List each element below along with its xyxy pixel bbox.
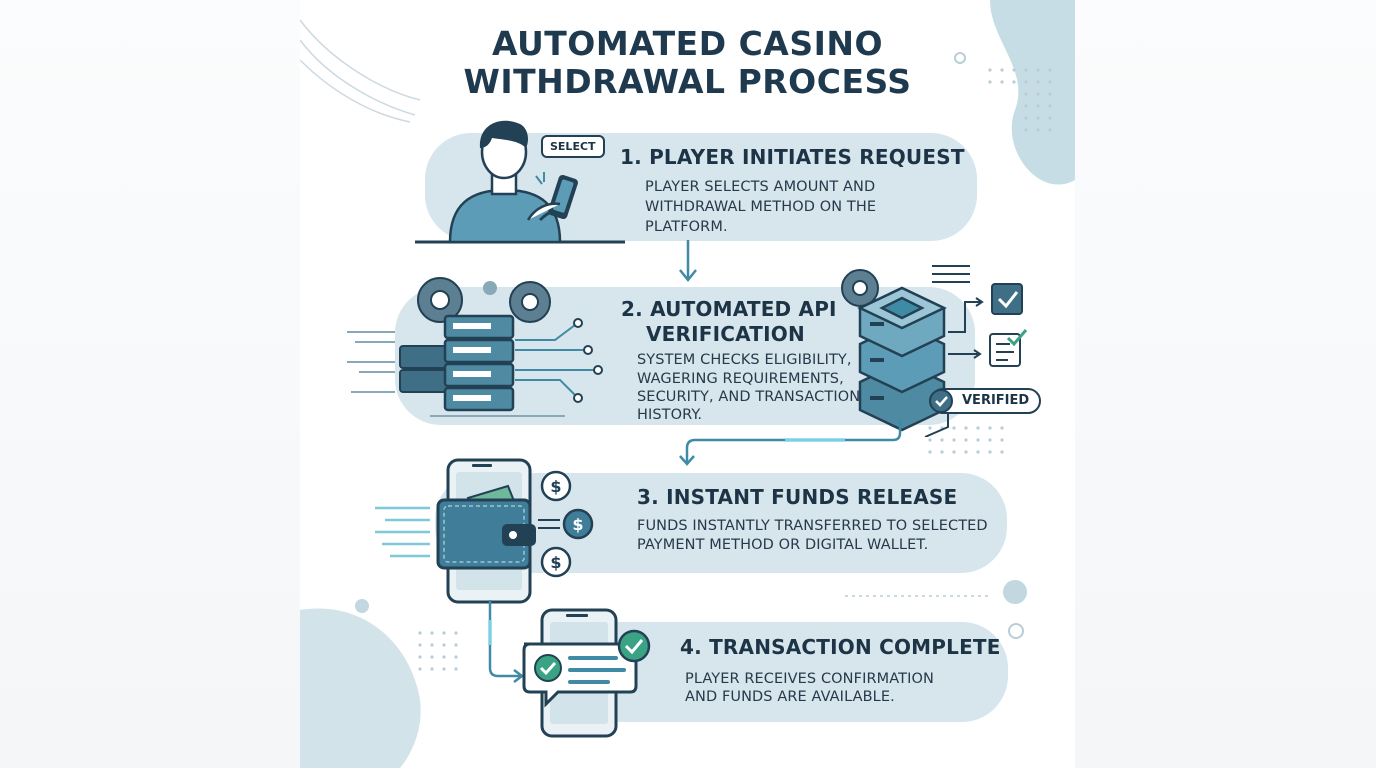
title-line-1: AUTOMATED CASINO <box>491 24 884 63</box>
phone-confirmation-icon <box>522 608 651 738</box>
step-2-desc-4: HISTORY. <box>637 407 703 423</box>
infographic-panel: AUTOMATED CASINO WITHDRAWAL PROCESS SELE… <box>300 0 1075 768</box>
connector-arrow-2 <box>679 418 902 466</box>
wallet-phone-icon: $ $ $ <box>375 458 594 604</box>
step-2-title-2: VERIFICATION <box>646 322 805 346</box>
verified-label: VERIFIED <box>962 393 1030 408</box>
step-1-desc-3: PLATFORM. <box>645 219 728 235</box>
connector-arrow-1 <box>679 240 697 283</box>
step-4-desc-2: AND FUNDS ARE AVAILABLE. <box>685 689 895 705</box>
svg-text:$: $ <box>572 515 583 534</box>
svg-text:$: $ <box>550 477 561 496</box>
step-3-title: 3. INSTANT FUNDS RELEASE <box>637 485 958 509</box>
step-1-desc-1: PLAYER SELECTS AMOUNT AND <box>645 179 876 195</box>
step-1-desc-2: WITHDRAWAL METHOD ON THE <box>645 199 877 215</box>
step-4-title: 4. TRANSACTION COMPLETE <box>680 635 1001 659</box>
person-phone-icon <box>415 120 625 244</box>
check-circle-icon <box>929 389 953 413</box>
step-2-desc-3: SECURITY, AND TRANSACTION <box>637 389 861 405</box>
dot-grid <box>418 68 1052 671</box>
right-margin <box>1074 0 1376 768</box>
step-2-desc-2: WAGERING REQUIREMENTS, <box>637 371 844 387</box>
svg-text:$: $ <box>550 553 561 572</box>
step-1-title: 1. PLAYER INITIATES REQUEST <box>620 145 965 169</box>
title-line-2: WITHDRAWAL PROCESS <box>463 62 912 101</box>
step-3-desc-2: PAYMENT METHOD OR DIGITAL WALLET. <box>637 537 929 553</box>
select-bubble: SELECT <box>541 135 605 158</box>
server-gears-icon <box>347 277 603 417</box>
step-3-desc-1: FUNDS INSTANTLY TRANSFERRED TO SELECTED <box>637 518 988 534</box>
server-stack-icon <box>841 265 1028 437</box>
step-4-desc-1: PLAYER RECEIVES CONFIRMATION <box>685 671 934 687</box>
left-margin <box>0 0 300 768</box>
step-2-desc-1: SYSTEM CHECKS ELIGIBILITY, <box>637 352 852 368</box>
step-2-title-1: 2. AUTOMATED API <box>621 297 837 321</box>
connector-arrow-3 <box>488 600 525 683</box>
